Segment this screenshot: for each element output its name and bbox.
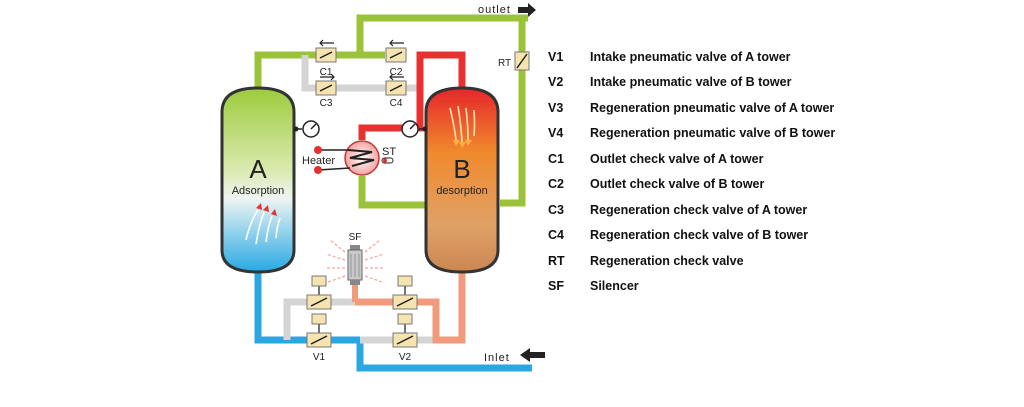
heater-terminal-top: [314, 146, 322, 154]
legend-code: RT: [548, 253, 565, 268]
legend-desc: Regeneration check valve of B tower: [590, 228, 809, 243]
pipe-idle-lower: [283, 298, 355, 340]
exhaust-lines: [325, 239, 385, 283]
tower-b-letter: B: [453, 154, 470, 184]
legend-code: SF: [548, 279, 564, 294]
legend-desc: Regeneration pneumatic valve of B tower: [590, 126, 836, 141]
pneumatic-valve-v1: V1: [306, 313, 332, 363]
v1-label: V1: [313, 352, 326, 363]
arrow-right-icon: [518, 3, 536, 17]
legend-row: C2 Outlet check valve of B tower: [548, 172, 1018, 198]
tower-a: A Adsorption: [220, 86, 296, 274]
c3-label: C3: [320, 98, 333, 109]
pneumatic-valve-v2: V2: [392, 313, 418, 363]
inlet-marker: Inlet: [484, 348, 545, 364]
outlet-marker: outlet: [478, 3, 536, 17]
check-valve-c1: C1: [315, 39, 337, 78]
silencer: SF: [325, 232, 385, 285]
dryer-diagram: A Adsorption B desorption: [220, 3, 545, 372]
flow-arrows-b: [449, 105, 476, 143]
temperature-sensor-icon: [381, 157, 394, 164]
legend-desc: Regeneration check valve: [590, 253, 744, 268]
legend-code: C4: [548, 228, 564, 243]
legend-row: C1 Outlet check valve of A tower: [548, 146, 1018, 172]
legend: V1 Intake pneumatic valve of A tower V2 In…: [548, 44, 1018, 299]
legend-desc: Regeneration pneumatic valve of A tower: [590, 100, 835, 115]
pipe-outlet-main: [254, 51, 385, 98]
outlet-label: outlet: [478, 4, 511, 16]
v2-label: V2: [399, 352, 412, 363]
c2-label: C2: [390, 67, 403, 78]
st-label: ST: [382, 146, 396, 158]
legend-row: SF Silencer: [548, 274, 1018, 300]
legend-row: C4 Regeneration check valve of B tower: [548, 223, 1018, 249]
check-valve-c4: C4: [385, 73, 407, 109]
heater: Heater ST: [302, 140, 396, 176]
arrow-left-icon: [520, 348, 545, 362]
legend-row: V2 Intake pneumatic valve of B tower: [548, 70, 1018, 96]
pipe-outlet-riser: [356, 14, 528, 55]
arrow-left-icon: [319, 39, 334, 47]
tower-a-letter: A: [249, 154, 267, 184]
legend-row: RT Regeneration check valve: [548, 248, 1018, 274]
arrow-left-icon: [389, 39, 404, 47]
legend-row: V3 Regeneration pneumatic valve of A towe…: [548, 95, 1018, 121]
flow-arrows-a: [245, 209, 281, 245]
legend-code: C3: [548, 202, 564, 217]
legend-desc: Outlet check valve of A tower: [590, 151, 764, 166]
legend-code: V2: [548, 75, 564, 90]
pressure-gauge-a-icon: [293, 120, 320, 138]
hot-marks-b: [453, 140, 472, 148]
tower-a-state: Adsorption: [232, 185, 285, 197]
heater-terminal-bottom: [314, 166, 322, 174]
tower-b: B desorption: [424, 86, 500, 274]
legend-code: C1: [548, 151, 564, 166]
legend-desc: Silencer: [590, 279, 639, 294]
c4-label: C4: [390, 98, 403, 109]
check-valve-rt: RT: [498, 51, 530, 71]
pipe-heater-branch: [358, 176, 425, 209]
legend-desc: Regeneration check valve of A tower: [590, 202, 808, 217]
legend-code: V3: [548, 100, 564, 115]
heater-coil-icon: [347, 149, 375, 167]
check-valve-c3: C3: [315, 73, 337, 109]
tower-b-state: desorption: [436, 185, 487, 197]
legend-row: V1 Intake pneumatic valve of A tower: [548, 44, 1018, 70]
pressure-gauge-b-icon: [401, 120, 428, 138]
rt-label: RT: [498, 58, 511, 69]
c1-label: C1: [320, 67, 333, 78]
legend-code: V4: [548, 126, 564, 141]
inlet-label: Inlet: [484, 352, 510, 364]
legend-code: C2: [548, 177, 564, 192]
legend-row: C3 Regeneration check valve of A tower: [548, 197, 1018, 223]
legend-desc: Outlet check valve of B tower: [590, 177, 765, 192]
sf-label: SF: [349, 232, 362, 243]
legend-desc: Intake pneumatic valve of A tower: [590, 49, 791, 64]
legend-row: V4 Regeneration pneumatic valve of B towe…: [548, 121, 1018, 147]
pipe-outlet-right: [500, 18, 526, 207]
hot-marks-a: [256, 203, 277, 216]
pipe-idle-upper: [301, 55, 420, 92]
arrow-left-icon: [389, 73, 404, 81]
check-valve-c2: C2: [385, 39, 407, 78]
legend-code: V1: [548, 49, 564, 64]
arrow-right-icon: [320, 73, 335, 81]
legend-desc: Intake pneumatic valve of B tower: [590, 75, 792, 90]
heater-label: Heater: [302, 155, 335, 167]
